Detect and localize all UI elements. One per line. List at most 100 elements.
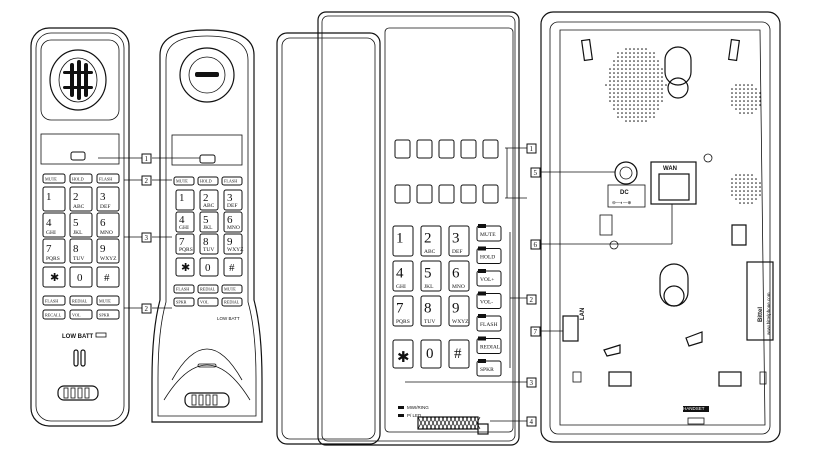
curved-nav-key[interactable]	[199, 154, 216, 164]
slim-key-0[interactable]: ✱	[42, 266, 66, 288]
svg-text:5: 5	[534, 169, 538, 177]
key-mute[interactable]: MUTE	[42, 173, 66, 184]
memory-key[interactable]	[438, 139, 455, 159]
hash-key[interactable]	[448, 339, 470, 369]
slim-nav-key[interactable]	[70, 151, 86, 161]
slim-key-1[interactable]: 0	[69, 266, 93, 288]
star-key[interactable]	[392, 339, 414, 369]
key-redial[interactable]: REDIAL	[221, 297, 243, 307]
memory-key[interactable]	[438, 184, 455, 204]
svg-text:1: 1	[530, 145, 534, 153]
svg-text:2: 2	[145, 177, 149, 185]
key-flash[interactable]: FLASH	[173, 284, 195, 294]
key-mute[interactable]: MUTE	[221, 284, 243, 294]
memory-key[interactable]	[482, 184, 499, 204]
memory-key[interactable]	[482, 139, 499, 159]
key-1[interactable]: 1	[42, 186, 66, 212]
memory-key[interactable]	[460, 184, 477, 204]
key-vol[interactable]: VOL	[197, 297, 219, 307]
key-recall[interactable]: RECALL	[42, 309, 66, 320]
key-spkr[interactable]: SPKR	[173, 297, 195, 307]
memory-key[interactable]	[416, 139, 433, 159]
desk-handset[interactable]	[276, 32, 381, 445]
svg-text:2: 2	[73, 191, 79, 203]
key-vol[interactable]: VOL	[69, 309, 93, 320]
feature-key-vol-[interactable]: VOL+	[476, 269, 502, 287]
svg-text:7: 7	[179, 236, 185, 248]
key-mute[interactable]: MUTE	[173, 176, 195, 186]
key-redial[interactable]: REDIAL	[197, 284, 219, 294]
curved-key-2[interactable]: #	[223, 257, 243, 277]
svg-text:HOLD: HOLD	[480, 255, 495, 261]
zero-key[interactable]	[420, 339, 442, 369]
svg-text:7: 7	[534, 328, 538, 336]
feature-key-flash[interactable]: FLASH	[476, 314, 502, 332]
svg-text:#: #	[229, 262, 235, 274]
svg-text:TUV: TUV	[203, 247, 214, 253]
svg-text:MUTE: MUTE	[45, 177, 57, 182]
slim-key-2[interactable]: #	[96, 266, 120, 288]
svg-text:HOLD: HOLD	[200, 179, 212, 184]
callout-lines	[98, 147, 673, 422]
key-mute[interactable]: MUTE	[96, 295, 120, 306]
memory-key[interactable]	[460, 139, 477, 159]
curved-key-0[interactable]: ✱	[175, 257, 195, 277]
key-flash[interactable]: FLASH	[42, 295, 66, 306]
key-1[interactable]: 1	[392, 225, 414, 257]
key-redial[interactable]: REDIAL	[69, 295, 93, 306]
feature-key-redial[interactable]: REDIAL	[476, 336, 502, 354]
key-hold[interactable]: HOLD	[197, 176, 219, 186]
key-spkr[interactable]: SPKR	[96, 309, 120, 320]
svg-text:MUTE: MUTE	[176, 179, 188, 184]
key-hold[interactable]: HOLD	[69, 173, 93, 184]
key-1[interactable]: 1	[175, 189, 195, 211]
memory-key[interactable]	[394, 184, 411, 204]
feature-key-mute[interactable]: MUTE	[476, 224, 502, 242]
feature-key-vol-[interactable]: VOL-	[476, 291, 502, 309]
svg-text:MUTE: MUTE	[99, 299, 111, 304]
curved-lcd	[171, 134, 243, 166]
low-batt-label: LOW BATT	[62, 334, 94, 340]
svg-text:RECALL: RECALL	[45, 313, 62, 318]
memory-key[interactable]	[394, 139, 411, 159]
dc-jack[interactable]	[614, 161, 638, 185]
lan-port[interactable]	[562, 315, 579, 342]
curved-key-1[interactable]: 0	[199, 257, 219, 277]
callout-box: 3	[526, 377, 537, 388]
svg-text:✱: ✱	[50, 272, 59, 284]
svg-text:#: #	[454, 346, 462, 362]
wan-port[interactable]	[658, 173, 690, 201]
key-flash[interactable]: FLASH	[221, 176, 243, 186]
memory-key[interactable]	[416, 184, 433, 204]
key-flash[interactable]: FLASH	[96, 173, 120, 184]
slim-lcd	[40, 133, 120, 165]
curved-charge-contacts	[184, 392, 230, 408]
feature-key-hold[interactable]: HOLD	[476, 246, 502, 264]
feature-key-spkr[interactable]: SPKR	[476, 359, 502, 377]
